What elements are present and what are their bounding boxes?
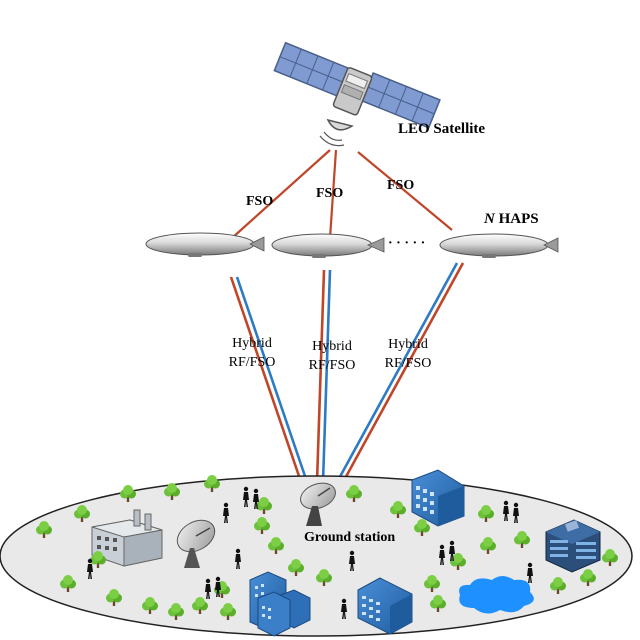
fso-link-1: [231, 149, 331, 239]
hybrid-label-2-line1: Hybrid: [312, 339, 352, 354]
building-icon-blue-2: [357, 577, 413, 635]
hybrid-label-3-line1: Hybrid: [388, 337, 428, 352]
hybrid-label-1: Hybrid RF/FSO: [229, 336, 276, 370]
hybrid-link-3-rf: [334, 262, 459, 485]
hybrid-link-2-rf: [321, 269, 332, 483]
hybrid-link-1-fso: [229, 276, 303, 483]
hybrid-label-3-line2: RF/FSO: [385, 356, 432, 371]
fso-label-2: FSO: [316, 186, 343, 201]
dish-antenna-icon-ground-station: [300, 482, 336, 526]
airship-icon-1: [145, 232, 265, 257]
satellite-icon: [273, 41, 441, 147]
building-icon-office: [545, 519, 601, 573]
ground-station-label: Ground station: [304, 530, 395, 545]
fso-link-2: [328, 149, 338, 239]
hybrid-links: [229, 262, 465, 485]
haps-dots: · · · · ·: [388, 236, 425, 251]
haps-count-symbol: N: [483, 211, 496, 227]
hybrid-label-2-line2: RF/FSO: [309, 358, 356, 373]
fso-links: [231, 149, 453, 239]
airship-icon-2: [271, 233, 385, 258]
building-icon-cluster: [249, 571, 311, 637]
hybrid-link-1-rf: [235, 276, 309, 483]
haps-label-text: HAPS: [495, 211, 539, 227]
dish-antenna-icon-1: [176, 519, 216, 568]
hybrid-label-2: Hybrid RF/FSO: [309, 339, 356, 373]
building-icon-factory: [91, 509, 163, 567]
hybrid-label-3: Hybrid RF/FSO: [385, 337, 432, 371]
fso-label-3: FSO: [387, 178, 414, 193]
hybrid-label-1-line2: RF/FSO: [229, 355, 276, 370]
hybrid-label-1-line1: Hybrid: [232, 336, 272, 351]
hybrid-link-2-fso: [315, 269, 326, 483]
satellite-label: LEO Satellite: [398, 121, 485, 137]
fso-label-1: FSO: [246, 194, 273, 209]
airship-icon-3: [439, 233, 559, 258]
haps-label: N HAPS: [483, 211, 539, 227]
hybrid-link-3-fso: [340, 262, 465, 485]
building-icon-blue-1: [411, 469, 465, 527]
lake-icon: [459, 576, 534, 614]
fso-link-3: [357, 151, 453, 231]
